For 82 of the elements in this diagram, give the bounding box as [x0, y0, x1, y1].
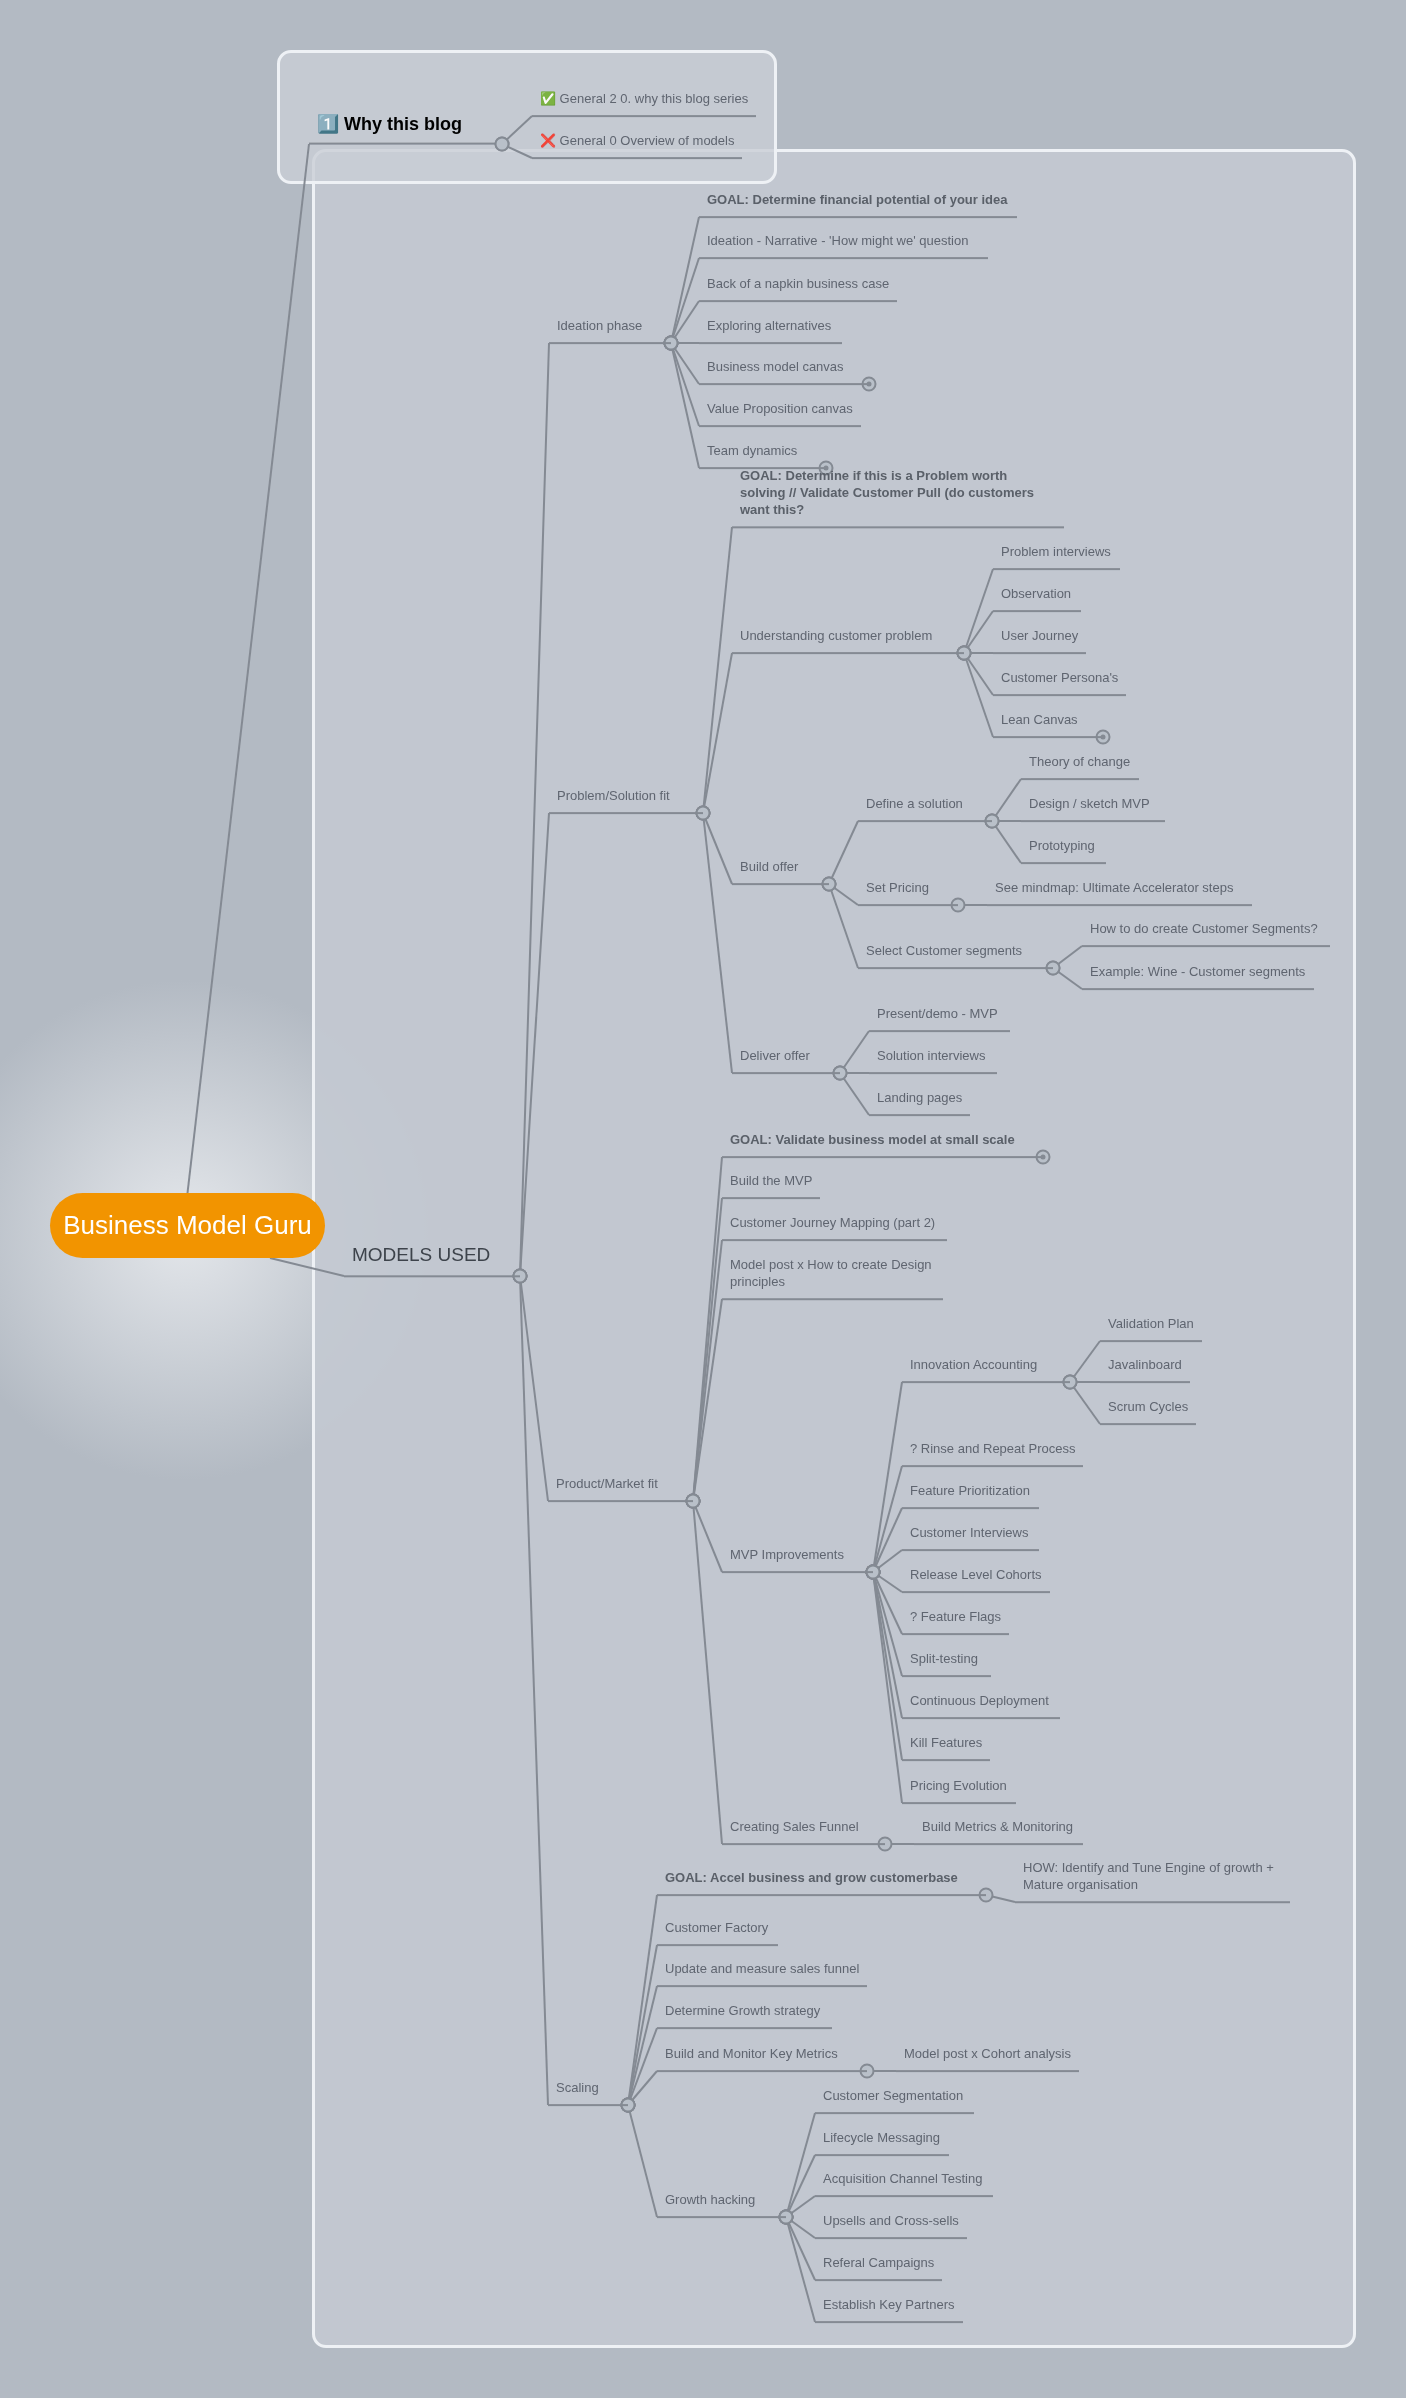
branch-topic: User Journey	[993, 628, 1087, 654]
branch-topic: Establish Key Partners	[815, 2297, 963, 2323]
branch-topic: Feature Prioritization	[902, 1483, 1039, 1509]
branch-topic: Acquisition Channel Testing	[815, 2171, 993, 2197]
central-topic: Business Model Guru	[50, 1193, 325, 1258]
branch-line	[859, 2063, 897, 2079]
branch-topic: See mindmap: Ultimate Accelerator steps	[987, 880, 1252, 906]
branch-line	[269, 1257, 345, 1277]
branch-topic: Model post x Cohort analysis	[896, 2046, 1079, 2072]
branch-topic: GOAL: Accel business and grow customerbase	[657, 1870, 986, 1896]
branch-topic: Example: Wine - Customer segments	[1082, 964, 1314, 990]
branch-topic: Javalinboard	[1100, 1357, 1190, 1383]
branch-topic: HOW: Identify and Tune Engine of growth + Mature organisation	[1015, 1860, 1290, 1903]
branch-topic: Landing pages	[869, 1090, 971, 1116]
branch-topic: Validation Plan	[1100, 1316, 1202, 1342]
branch-topic: Growth hacking	[657, 2192, 786, 2218]
branch-line	[877, 1836, 915, 1852]
branch-topic: Build offer	[732, 859, 829, 885]
branch-topic: Define a solution	[858, 796, 992, 822]
branch-topic: Determine Growth strategy	[657, 2003, 832, 2029]
branch-line	[494, 136, 533, 159]
branch-topic: Product/Market fit	[548, 1476, 693, 1502]
branch-topic: MODELS USED	[344, 1243, 520, 1277]
branch-topic: Split-testing	[902, 1651, 991, 1677]
branch-topic: Present/demo - MVP	[869, 1006, 1010, 1032]
branch-topic: Release Level Cohorts	[902, 1567, 1050, 1593]
branch-topic: Theory of change	[1021, 754, 1139, 780]
branch-line	[1062, 1374, 1101, 1425]
branch-topic: ❌ General 0 Overview of models	[532, 133, 743, 159]
branch-topic: Prototyping	[1021, 838, 1106, 864]
branch-topic: Understanding customer problem	[732, 628, 964, 654]
branch-topic: Creating Sales Funnel	[722, 1819, 885, 1845]
branch-line	[512, 1268, 549, 2106]
branch-topic: Design / sketch MVP	[1021, 796, 1165, 822]
branch-line	[950, 897, 988, 913]
branch-topic: 1⃣ Why this blog	[309, 112, 502, 145]
boundary-frame	[312, 149, 1356, 2348]
boundary-frame	[277, 50, 777, 184]
branch-line	[186, 143, 310, 1194]
branch-line	[832, 1065, 870, 1116]
branch-topic: Set Pricing	[858, 880, 958, 906]
branch-topic: Referal Campaigns	[815, 2255, 943, 2281]
branch-topic: ✅ General 2 0. why this blog series	[532, 91, 757, 117]
branch-topic: Ideation - Narrative - 'How might we' question	[699, 233, 988, 259]
branch-line	[1045, 960, 1083, 990]
branch-topic: Update and measure sales funnel	[657, 1961, 868, 1987]
branch-topic: Pricing Evolution	[902, 1778, 1016, 1804]
branch-topic: Deliver offer	[732, 1048, 840, 1074]
branch-topic: Problem interviews	[993, 544, 1120, 570]
branch-topic: Exploring alternatives	[699, 318, 842, 344]
branch-topic: Value Proposition canvas	[699, 401, 861, 427]
branch-topic: Build Metrics & Monitoring	[914, 1819, 1083, 1845]
branch-topic: Solution interviews	[869, 1048, 997, 1074]
branch-topic: MVP Improvements	[722, 1547, 873, 1573]
branch-topic: Build and Monitor Key Metrics	[657, 2046, 867, 2072]
branch-topic: Lifecycle Messaging	[815, 2130, 949, 2156]
branch-topic: Model post x How to create Design principles	[722, 1257, 943, 1300]
branch-topic: Kill Features	[902, 1735, 991, 1761]
branch-topic: Customer Segmentation	[815, 2088, 974, 2114]
branch-topic: Upsells and Cross-sells	[815, 2213, 967, 2239]
branch-topic: Back of a napkin business case	[699, 276, 898, 302]
branch-line	[821, 876, 859, 969]
branch-topic: How to do create Customer Segments?	[1082, 921, 1330, 947]
branch-topic: Build the MVP	[722, 1173, 821, 1199]
branch-topic: ? Feature Flags	[902, 1609, 1010, 1635]
branch-line	[984, 813, 1022, 864]
branch-topic: Customer Persona's	[993, 670, 1127, 696]
branch-topic: ? Rinse and Repeat Process	[902, 1441, 1084, 1467]
branch-topic: Observation	[993, 586, 1081, 612]
branch-topic: Innovation Accounting	[902, 1357, 1070, 1383]
branch-topic: Problem/Solution fit	[549, 788, 703, 814]
branch-topic: Customer Journey Mapping (part 2)	[722, 1215, 947, 1241]
branch-topic: Ideation phase	[549, 318, 671, 344]
branch-topic: Customer Factory	[657, 1920, 778, 1946]
branch-line	[978, 1887, 1016, 1903]
branch-topic: Scrum Cycles	[1100, 1399, 1197, 1425]
branch-topic: Continuous Deployment	[902, 1693, 1060, 1719]
branch-topic: Customer Interviews	[902, 1525, 1039, 1551]
branch-line	[695, 805, 733, 1074]
branch-topic: Scaling	[548, 2080, 628, 2106]
branch-topic: GOAL: Determine financial potential of your idea	[699, 192, 1017, 218]
branch-topic: Select Customer segments	[858, 943, 1053, 969]
